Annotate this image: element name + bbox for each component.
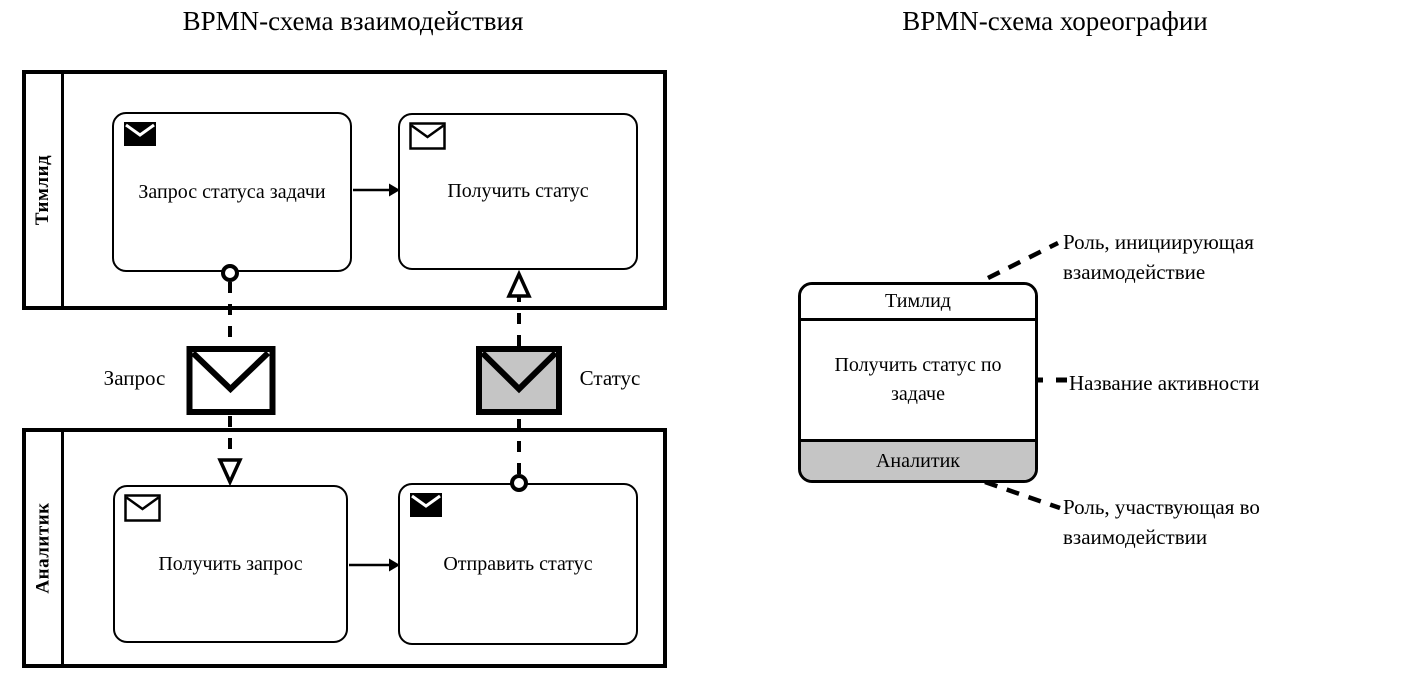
initiator-band: Тимлид [801, 285, 1035, 321]
pool-analyst-band: Аналитик [26, 432, 64, 664]
task-label: Получить запрос [158, 552, 303, 575]
message-label-request: Запрос [103, 366, 166, 390]
receive-message-icon [409, 122, 446, 150]
send-message-icon [124, 122, 156, 146]
task-receive-request: Получить запрос [113, 485, 348, 643]
request-message-envelope-icon [186, 346, 276, 415]
send-message-icon [410, 493, 442, 517]
annotation-activity-name: Название активности [1069, 371, 1260, 395]
task-label: Запрос статуса задачи [138, 180, 326, 203]
initiator-annotation-line [986, 240, 1060, 281]
message-label-status: Статус [579, 366, 641, 390]
pool-analyst-label: Аналитик [32, 502, 54, 594]
choreography-diagram-title: BPMN-схема хореографии [902, 6, 1208, 36]
pool-teamlead-band: Тимлид [26, 74, 64, 306]
task-send-status: Отправить статус [398, 483, 638, 645]
status-message-envelope-icon [476, 346, 562, 415]
pool-teamlead-label: Тимлид [32, 154, 54, 226]
annotation-participant-role: Роль, участвующая во взаимодействии [1063, 495, 1260, 549]
task-label: Отправить статус [443, 552, 593, 575]
task-label: Получить статус [447, 180, 589, 202]
activity-name: Получить статус по задаче [834, 354, 1002, 405]
interaction-diagram-title: BPMN-схема взаимодействия [182, 6, 524, 36]
choreography-activity: Тимлид Получить статус по задаче Аналити… [798, 282, 1038, 483]
receive-message-icon [124, 494, 161, 522]
participant-annotation-line [984, 479, 1061, 511]
participant-band: Аналитик [801, 439, 1035, 480]
annotation-initiator-role: Роль, инициирующая взаимодействие [1063, 230, 1254, 284]
task-request-task-status: Запрос статуса задачи [112, 112, 352, 272]
task-get-status: Получить статус [398, 113, 638, 270]
